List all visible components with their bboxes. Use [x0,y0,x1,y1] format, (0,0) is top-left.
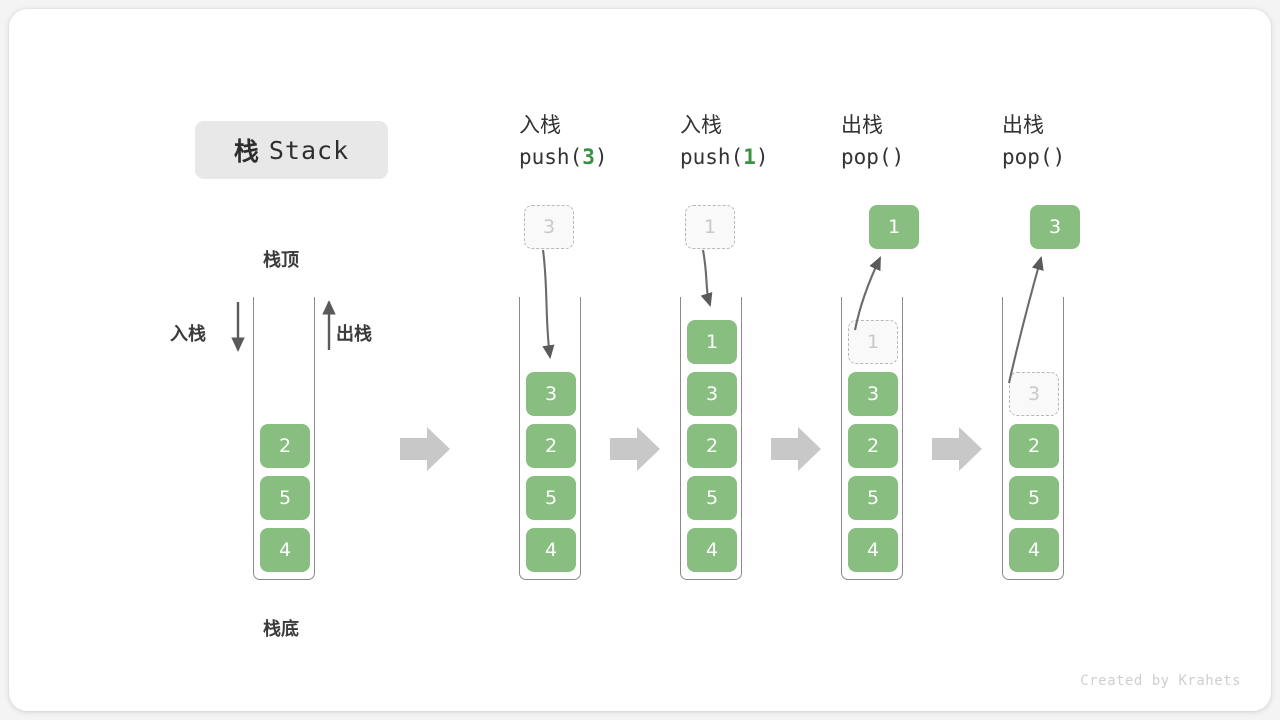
float-box-push-1: 1 [685,205,735,249]
step-op-arg: 1 [743,145,756,169]
step-op-name: push [680,145,731,169]
stack-cell: 2 [687,424,737,468]
stack-cell: 3 [526,372,576,416]
flow-arrow-icon [400,427,450,471]
step-op-code: push(1) [680,140,880,174]
float-box-push-3: 3 [524,205,574,249]
stack-container-pop-2: 3 2 5 4 [1002,297,1064,580]
watermark: Created by Krahets [1080,673,1241,689]
stack-container-initial: 2 5 4 [253,297,315,580]
push-direction-label: 入栈 [170,324,206,345]
pop-direction-label: 出栈 [336,324,372,345]
stack-container-pop-1: 1 3 2 5 4 [841,297,903,580]
stack-cell: 2 [848,424,898,468]
step-op-name: pop [1002,145,1040,169]
stack-cell: 2 [1009,424,1059,468]
stack-top-label: 栈顶 [263,250,299,271]
stack-cell: 4 [848,528,898,572]
step-op-arg: 3 [582,145,595,169]
float-box-pop-1: 1 [869,205,919,249]
flow-arrow-icon [771,427,821,471]
stack-cell: 3 [848,372,898,416]
step-op-open: ( [1039,145,1053,169]
stack-cell: 1 [687,320,737,364]
figure-title-cn: 栈 [233,137,260,166]
stack-cell: 5 [260,476,310,520]
figure-title-badge: 栈 Stack [195,121,388,179]
step-op-open: ( [569,145,583,169]
step-op-code: pop() [841,140,1041,174]
stack-cell: 2 [260,424,310,468]
stack-bottom-label: 栈底 [263,619,299,640]
stack-cell: 3 [687,372,737,416]
step-header-pop-2: 出栈 pop() [1002,110,1202,174]
step-op-cn: 入栈 [519,113,561,137]
step-op-name: pop [841,145,879,169]
stack-cell: 1 [848,320,898,364]
stack-cell: 5 [848,476,898,520]
stack-container-push-1: 1 3 2 5 4 [680,297,742,580]
step-op-name: push [519,145,570,169]
flow-arrow-icon [610,427,660,471]
stack-cell: 4 [687,528,737,572]
step-op-code: push(3) [519,140,719,174]
step-op-close: ) [1052,145,1066,169]
step-op-cn: 出栈 [1002,113,1044,137]
stack-cell: 5 [526,476,576,520]
figure-title-en: Stack [268,135,350,165]
step-op-close: ) [755,145,769,169]
step-op-cn: 入栈 [680,113,722,137]
stack-cell: 5 [687,476,737,520]
step-op-close: ) [891,145,905,169]
stack-cell: 4 [1009,528,1059,572]
stack-container-push-3: 3 2 5 4 [519,297,581,580]
stack-cell: 4 [526,528,576,572]
float-box-pop-2: 3 [1030,205,1080,249]
stack-cell: 3 [1009,372,1059,416]
step-op-cn: 出栈 [841,113,883,137]
step-header-push-3: 入栈 push(3) [519,110,719,174]
step-op-close: ) [594,145,608,169]
step-header-push-1: 入栈 push(1) [680,110,880,174]
step-op-open: ( [730,145,744,169]
step-op-code: pop() [1002,140,1202,174]
step-op-open: ( [878,145,892,169]
stack-cell: 4 [260,528,310,572]
stack-cell: 5 [1009,476,1059,520]
step-header-pop-1: 出栈 pop() [841,110,1041,174]
figure-card: 栈 Stack 栈顶 栈底 入栈 出栈 2 5 4 入栈 push(3) 3 3… [9,9,1271,711]
flow-arrow-icon [932,427,982,471]
stack-cell: 2 [526,424,576,468]
